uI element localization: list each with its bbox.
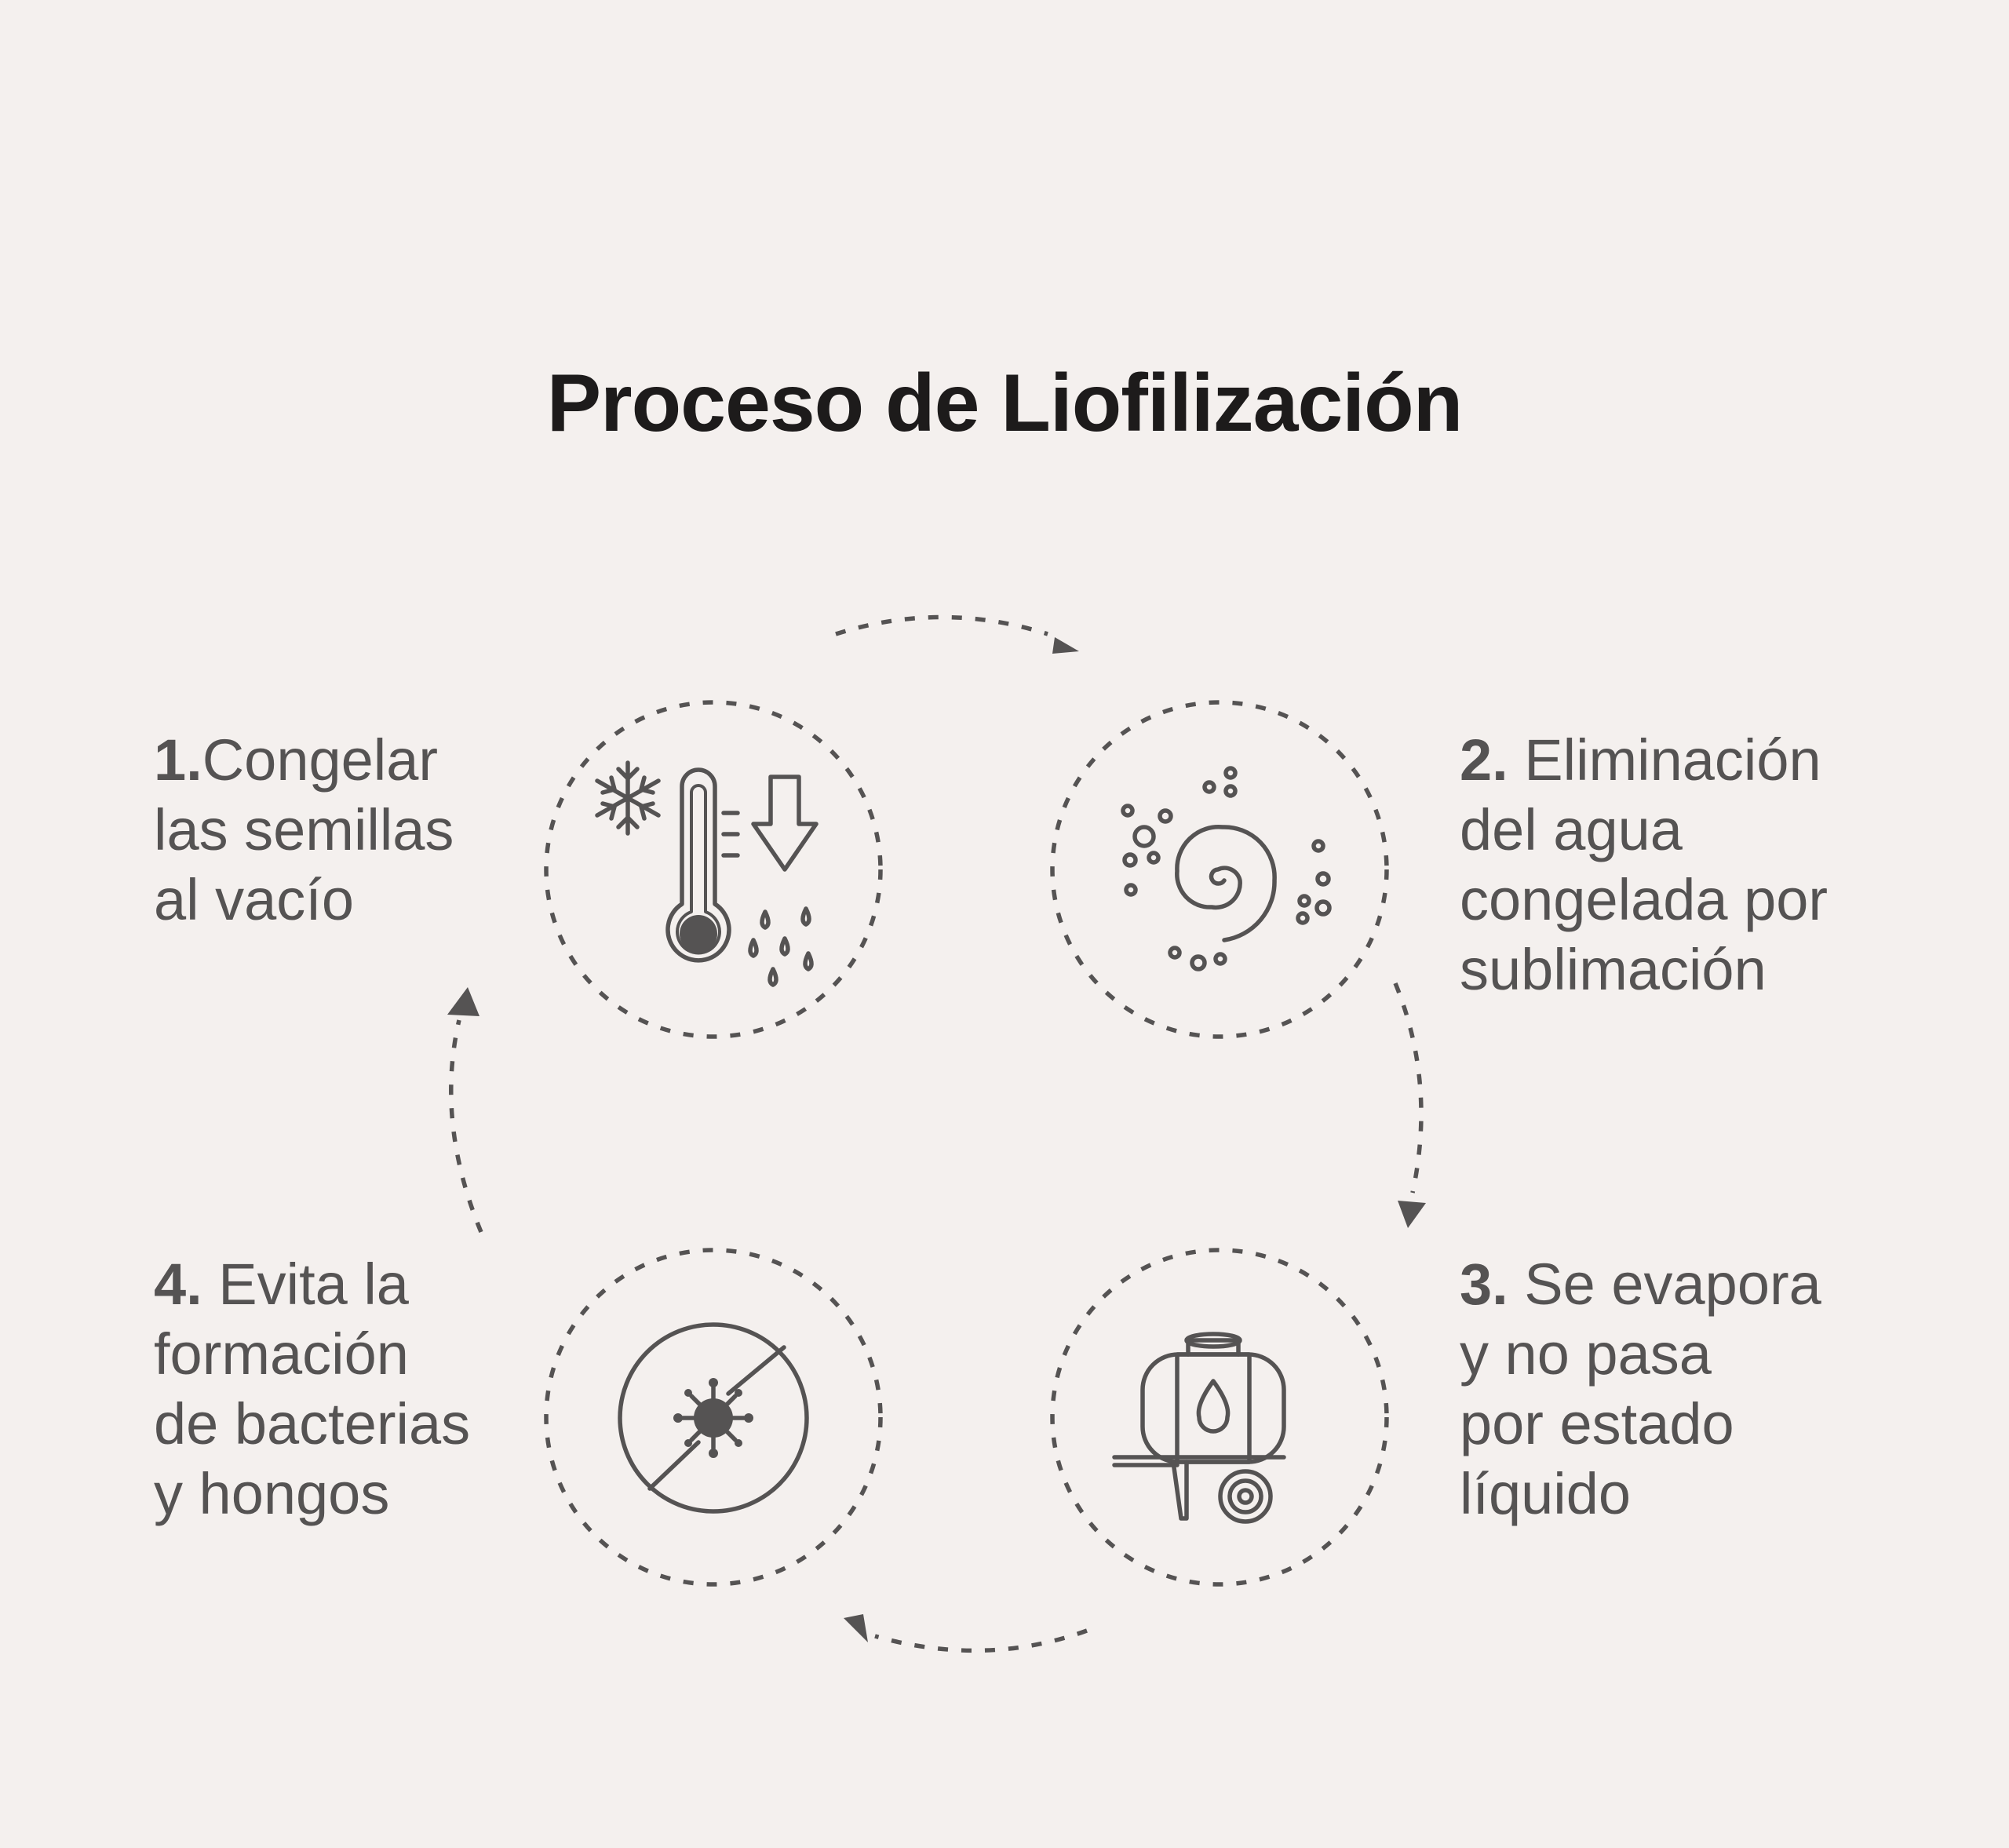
step-2-circle (1050, 700, 1389, 1039)
step-3-label: 3. Se evapora y no pasa por estado líqui… (1460, 1249, 1821, 1529)
page-title: Proceso de Liofilización (546, 358, 1463, 449)
prohibition-circle (618, 1322, 809, 1514)
step-4-circle (544, 1248, 883, 1587)
step-3-line-4: líquido (1460, 1461, 1632, 1526)
step-2-line-4: sublimación (1460, 937, 1767, 1002)
water-tank-trailer-icon (1112, 1332, 1286, 1524)
step-3-number: 3. (1460, 1252, 1508, 1317)
thermometer-bulb (680, 915, 717, 953)
arrow-4-to-1 (447, 987, 483, 1234)
step-2-line-1: Eliminación (1524, 727, 1821, 793)
bubbles (1121, 766, 1332, 971)
step-3-line-2: y no pasa (1460, 1321, 1712, 1387)
step-4-number: 4. (154, 1252, 202, 1317)
step-1-line-2: las semillas (154, 797, 454, 862)
step-4-line-2: formación (154, 1321, 409, 1387)
drops-icon (748, 906, 814, 987)
step-1-label: 1.Congelar las semillas al vacío (154, 725, 454, 935)
arrow-1-to-2 (835, 614, 1079, 654)
arrow-2-to-3 (1393, 982, 1426, 1228)
step-4-line-4: y hongos (154, 1461, 390, 1526)
step-3-circle (1050, 1248, 1389, 1587)
step-4-label: 4. Evita la formación de bacterias y hon… (154, 1249, 470, 1529)
thermometer-snowflake-icon (595, 760, 819, 987)
step-2-number: 2. (1460, 727, 1508, 793)
snowflake-icon (595, 760, 661, 836)
step-1-number: 1. (154, 727, 202, 793)
no-bacteria-icon (618, 1322, 809, 1514)
thermometer (665, 767, 740, 963)
step-2-line-2: del agua (1460, 797, 1683, 862)
step-3-line-3: por estado (1460, 1391, 1734, 1456)
prohibition-slash (647, 1345, 786, 1491)
step-1-line-1: Congelar (202, 727, 439, 793)
arrow-3-to-4 (844, 1614, 1088, 1653)
step-3-line-1: Se evapora (1524, 1252, 1821, 1317)
step-1-line-3: al vacío (154, 867, 355, 932)
step-4-line-1: Evita la (218, 1252, 409, 1317)
bacteria-icon (673, 1378, 753, 1458)
step-2-label: 2. Eliminación del agua congelada por su… (1460, 725, 1828, 1004)
spiral-bubbles-icon (1121, 766, 1332, 971)
down-arrow-icon (751, 775, 819, 872)
step-2-line-3: congelada por (1460, 867, 1829, 932)
step-1-circle (544, 700, 883, 1039)
step-4-line-3: de bacterias (154, 1391, 471, 1456)
